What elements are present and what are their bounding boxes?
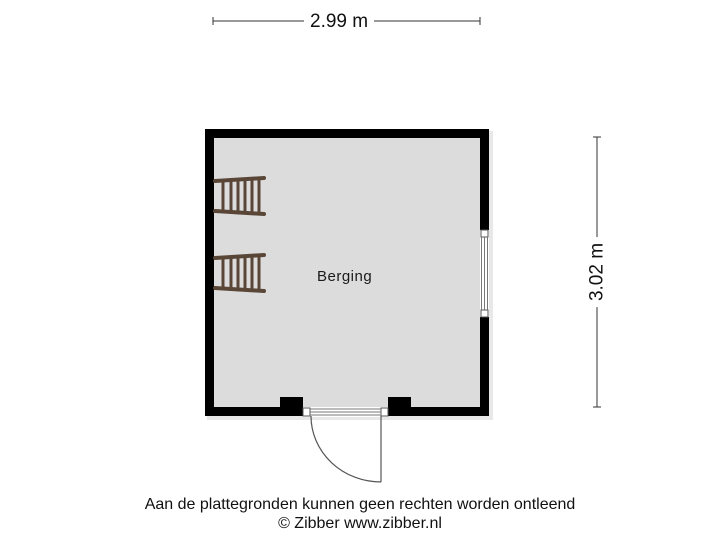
ladder-icon	[213, 176, 266, 216]
room-label: Berging	[317, 268, 373, 285]
copyright-text: © Zibber www.zibber.nl	[278, 515, 442, 532]
wall-pier-right	[388, 397, 411, 409]
height-dimension-label: 3.02 m	[587, 236, 608, 308]
window	[480, 229, 489, 318]
door	[302, 407, 389, 483]
width-dimension-label: 2.99 m	[304, 12, 375, 31]
ladder-icon	[213, 253, 266, 293]
wall-pier-left	[280, 397, 303, 409]
disclaimer-text: Aan de plattegronden kunnen geen rechten…	[144, 496, 576, 513]
